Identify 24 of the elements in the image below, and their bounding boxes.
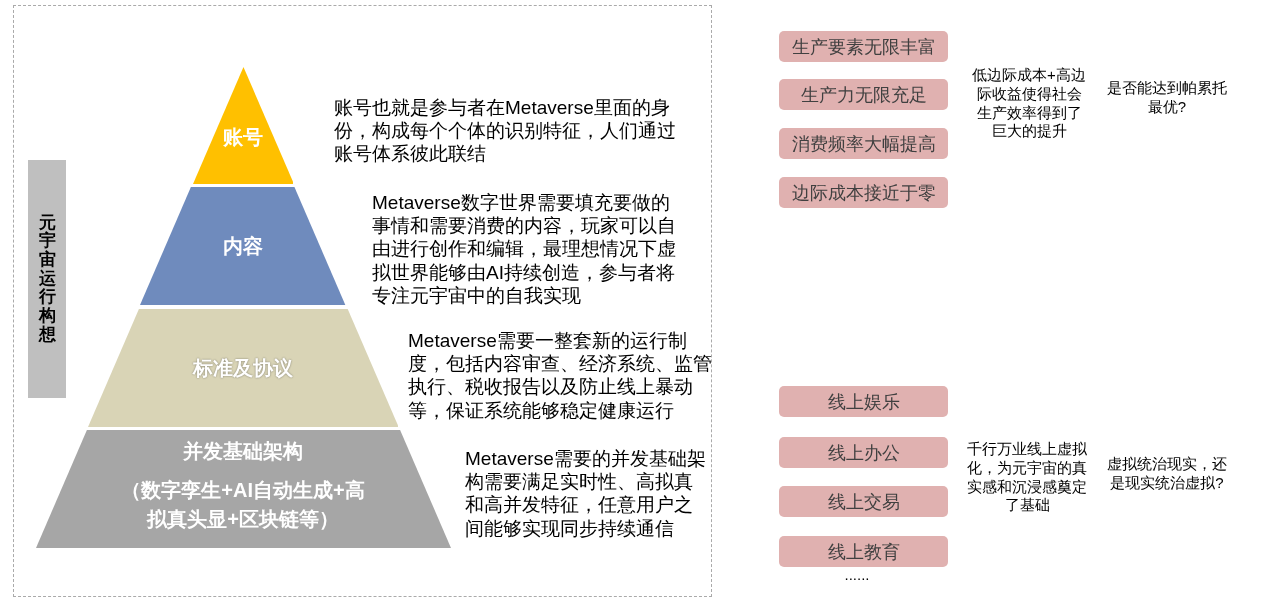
feature-tag: 线上办公 [779, 437, 948, 468]
layer-subtitle: （数字孪生+AI自动生成+高拟真头显+区块链等） [120, 477, 366, 532]
layer-title: 账号 [223, 125, 263, 150]
layer-title: 内容 [223, 233, 263, 259]
note-text: 千行万业线上虚拟化，为元宇宙的真实感和沉浸感奠定了基础 [966, 440, 1088, 515]
layer-description: Metaverse需要一整套新的运行制度，包括内容审查、经济系统、监管执行、税收报告以及防止线上暴动等，保证系统能够稳定健康运行 [408, 329, 713, 422]
ellipsis: ...... [843, 566, 871, 585]
layer-description: 账号也就是参与者在Metaverse里面的身份，构成每个个体的识别特征，人们通过账号体系彼此联结 [334, 96, 677, 166]
layer-title: 并发基础架构 [183, 438, 303, 464]
feature-tag: 生产要素无限丰富 [779, 31, 948, 62]
feature-tag: 边际成本接近于零 [779, 177, 948, 208]
note-text: 是否能达到帕累托最优? [1106, 79, 1228, 117]
feature-tag: 线上教育 [779, 536, 948, 567]
note-text: 低边际成本+高边际收益使得社会生产效率得到了巨大的提升 [971, 66, 1087, 141]
feature-tag: 线上娱乐 [779, 386, 948, 417]
feature-tag: 消费频率大幅提高 [779, 128, 948, 159]
layer-description: Metaverse数字世界需要填充要做的事情和需要消费的内容，玩家可以自由进行创作和编辑，最理想情况下虚拟世界能够由AI持续创造，参与者将专注元宇宙中的自我实现 [372, 191, 677, 307]
feature-tag: 线上交易 [779, 486, 948, 517]
side-bar [28, 160, 66, 398]
layer-title: 标准及协议 [193, 355, 293, 381]
note-text: 虚拟统治现实，还是现实统治虚拟? [1106, 455, 1228, 493]
side-bar-title: 元宇宙运行构想 [38, 213, 56, 345]
feature-tag: 生产力无限充足 [779, 79, 948, 110]
layer-description: Metaverse需要的并发基础架构需要满足实时性、高拟真和高并发特征，任意用户之间能够实现同步持续通信 [465, 447, 707, 540]
